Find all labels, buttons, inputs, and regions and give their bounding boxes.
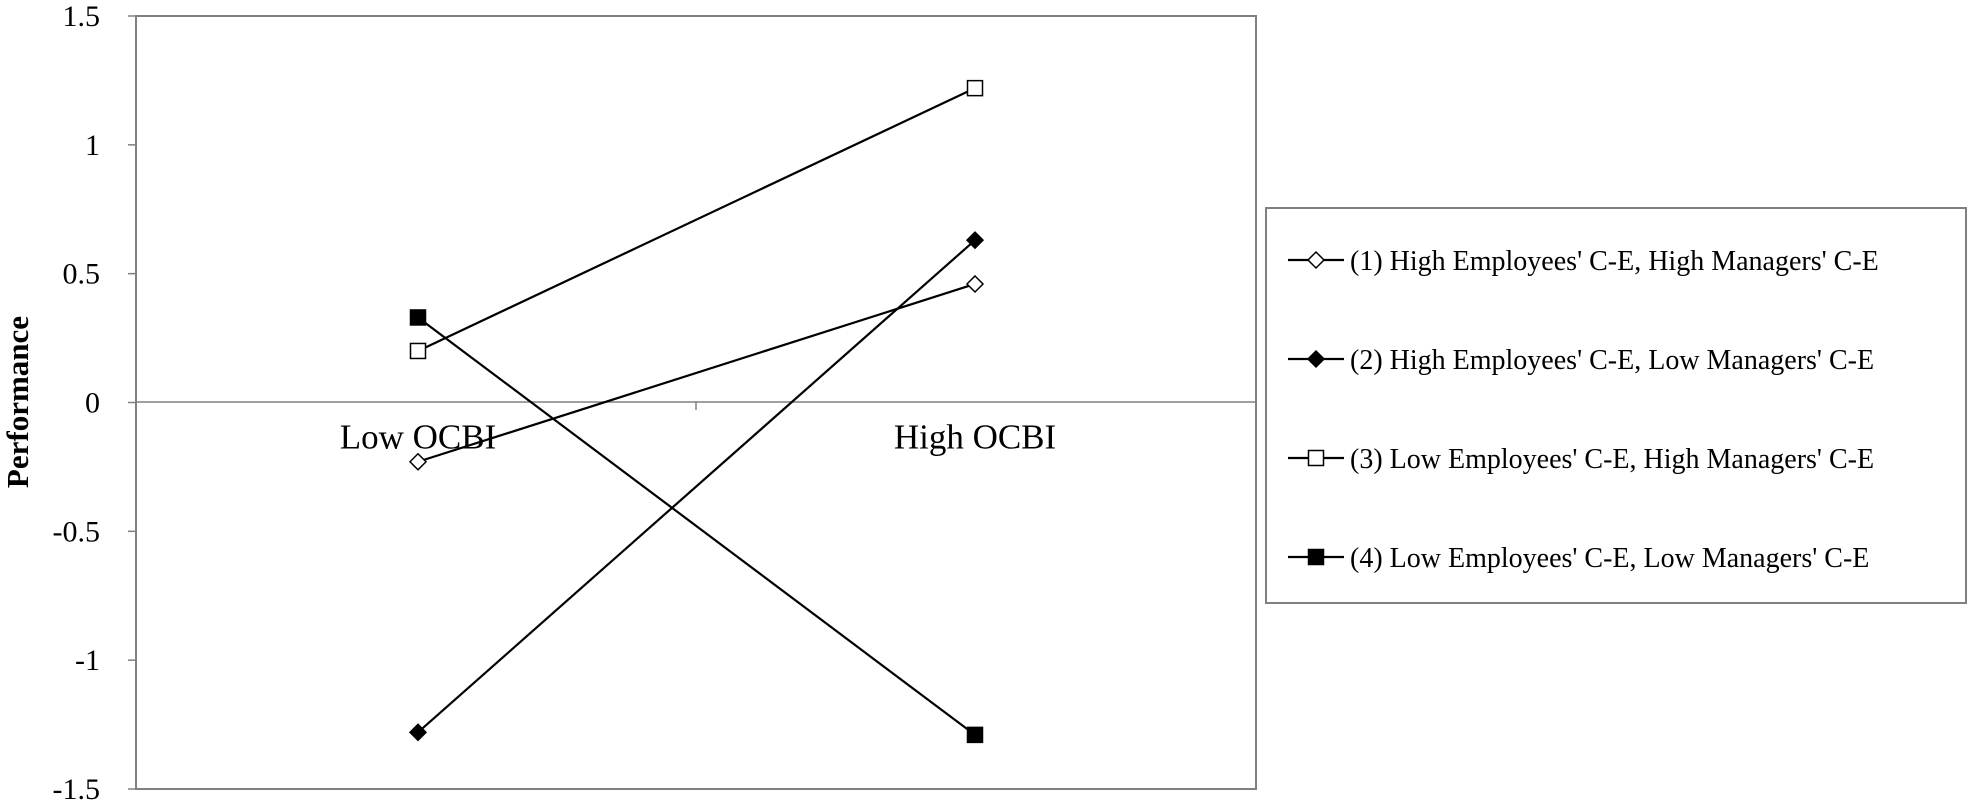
y-tick-label: 1.5 — [63, 0, 101, 33]
series-2-point — [965, 231, 985, 250]
series-1-point — [408, 452, 428, 471]
series-3-line — [417, 87, 976, 352]
series-3-point — [966, 79, 984, 97]
y-tick-label: -1.5 — [53, 773, 101, 805]
y-axis-label: Performance — [0, 316, 35, 488]
series-2-line — [417, 239, 976, 734]
legend-entry-label: (3) Low Employees' C-E, High Managers' C… — [1350, 444, 1874, 475]
legend-entry-label: (1) High Employees' C-E, High Managers' … — [1350, 246, 1879, 277]
x-axis-categories: Low OCBI High OCBI — [340, 418, 1056, 457]
series-1-line — [417, 282, 976, 463]
y-tick-label: -0.5 — [53, 515, 101, 548]
series-4-line — [417, 316, 976, 736]
legend-swatch-marker — [1306, 250, 1326, 270]
series-group — [408, 79, 985, 744]
series-3-point — [409, 342, 427, 360]
legend-swatch-marker — [1307, 548, 1325, 566]
series-4-point — [409, 309, 427, 326]
series-2-point — [408, 723, 428, 742]
legend-box — [1265, 207, 1967, 604]
y-tick-label: -1 — [75, 644, 100, 677]
legend: (1) High Employees' C-E, High Managers' … — [1288, 246, 1879, 574]
y-tick-label: 0.5 — [63, 258, 101, 291]
series-1-point — [965, 274, 985, 294]
legend-swatch-marker — [1306, 349, 1326, 369]
series-4-point — [966, 726, 984, 744]
legend-entry-label: (2) High Employees' C-E, Low Managers' C… — [1350, 345, 1874, 376]
y-tick-label: 1 — [85, 129, 100, 162]
y-tick-label: 0 — [85, 387, 100, 420]
y-axis-ticks: 1.5 1 0.5 0 -0.5 -1 -1.5 — [53, 0, 136, 805]
legend-entry-label: (4) Low Employees' C-E, Low Managers' C-… — [1350, 543, 1869, 574]
x-category-label: Low OCBI — [340, 418, 497, 457]
legend-swatch-marker — [1307, 449, 1325, 467]
x-category-label: High OCBI — [894, 418, 1056, 457]
